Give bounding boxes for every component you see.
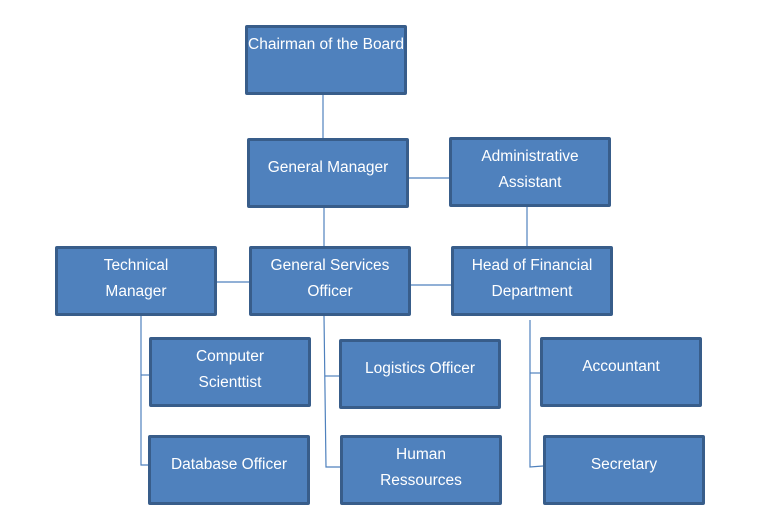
node-computer-scientist: Computer Scienttist [149,337,311,407]
connector-gso-children [323,315,340,468]
node-logistics-officer: Logistics Officer [339,339,501,409]
node-accountant: Accountant [540,337,702,407]
node-general-manager: General Manager [247,138,409,208]
node-head-financial: Head of Financial Department [451,246,613,316]
node-chairman: Chairman of the Board [245,25,407,95]
node-database-officer: Database Officer [148,435,310,505]
node-admin-assistant: Administrative Assistant [449,137,611,207]
node-human-resources: Human Ressources [340,435,502,505]
connector-tech-children [140,316,148,466]
node-general-services: General Services Officer [249,246,411,316]
connector-hfd-children [529,320,544,468]
node-secretary: Secretary [543,435,705,505]
node-technical-manager: Technical Manager [55,246,217,316]
